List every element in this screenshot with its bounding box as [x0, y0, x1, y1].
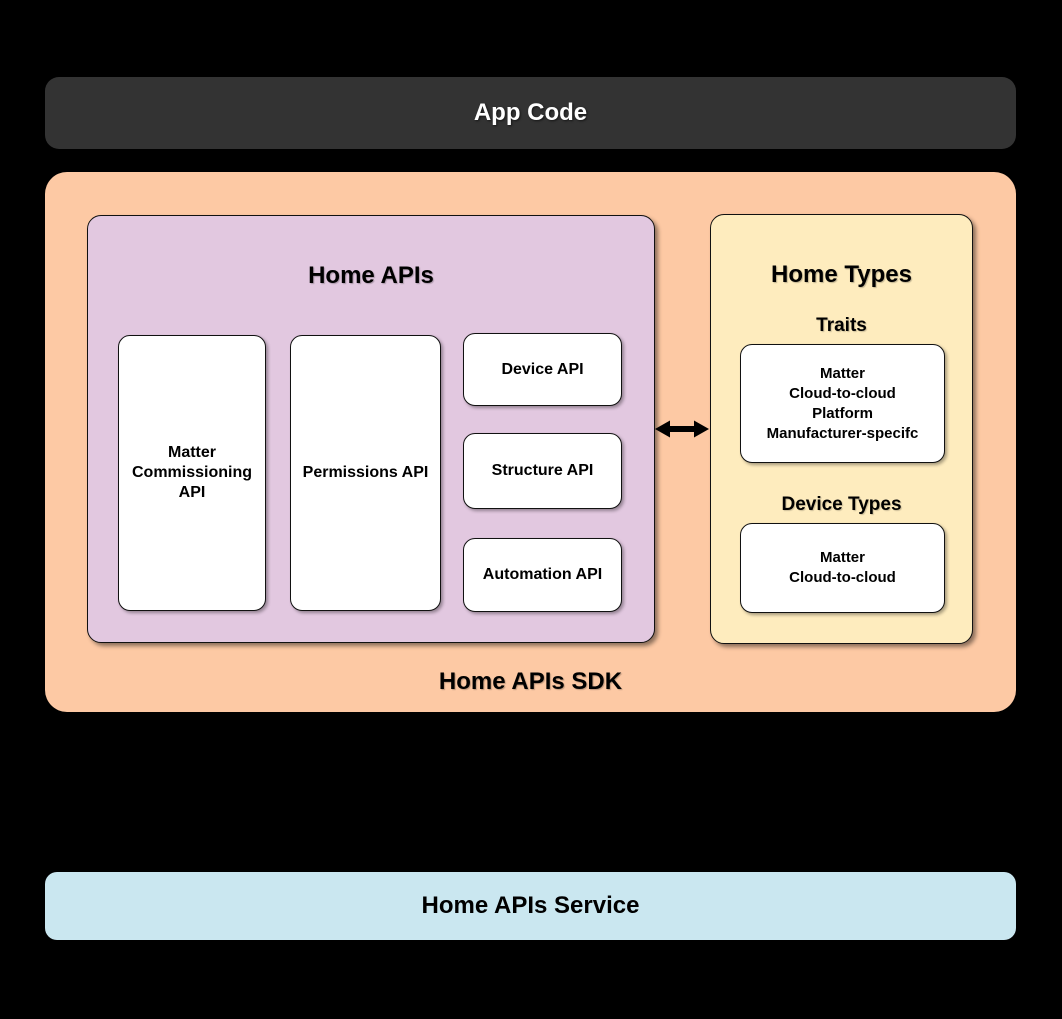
home-types-title: Home Types — [771, 261, 912, 288]
home-apis-title: Home APIs — [308, 262, 434, 289]
double-arrow-icon — [654, 413, 710, 445]
device-types-box: Matter Cloud-to-cloud — [740, 523, 945, 613]
permissions-api-label: Permissions API — [302, 464, 429, 481]
device-type-item: Matter — [819, 549, 865, 566]
home-types-group: Home Types Traits Matter Cloud-to-cloud … — [710, 214, 973, 644]
trait-item: Matter — [819, 364, 865, 382]
home-apis-service-bar: Home APIs Service — [45, 872, 1016, 940]
home-apis-service-label: Home APIs Service — [421, 892, 640, 919]
device-api-box: Device API — [463, 333, 622, 406]
matter-commissioning-api-label: Matter Commissioning API — [131, 444, 252, 501]
traits-box: Matter Cloud-to-cloud Platform Manufactu… — [740, 344, 945, 463]
app-code-bar: App Code — [45, 77, 1016, 149]
home-apis-group: Home APIs Matter Commissioning API Permi… — [87, 215, 655, 643]
app-code-label: App Code — [473, 99, 588, 126]
device-type-item: Cloud-to-cloud — [789, 569, 896, 586]
traits-heading: Traits — [816, 315, 867, 336]
device-api-label: Device API — [501, 360, 584, 378]
trait-item: Manufacturer-specifc — [766, 424, 919, 442]
structure-api-box: Structure API — [463, 433, 622, 509]
automation-api-label: Automation API — [482, 566, 603, 583]
home-apis-sdk-label: Home APIs SDK — [438, 668, 623, 695]
matter-commissioning-api-box: Matter Commissioning API — [118, 335, 266, 611]
device-types-heading: Device Types — [781, 494, 902, 515]
structure-api-label: Structure API — [491, 462, 594, 479]
home-apis-sdk-box: Home APIs Matter Commissioning API Permi… — [45, 172, 1016, 712]
trait-item: Cloud-to-cloud — [789, 384, 896, 402]
permissions-api-box: Permissions API — [290, 335, 441, 611]
trait-item: Platform — [812, 404, 873, 422]
automation-api-box: Automation API — [463, 538, 622, 612]
